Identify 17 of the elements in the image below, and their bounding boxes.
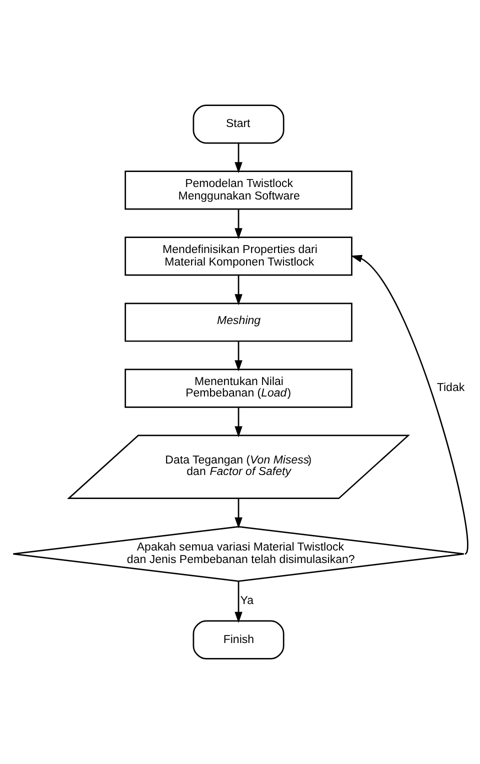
node-box: Menentukan Nilai Pembebanan (Load) — [124, 368, 352, 408]
edge-label: Tidak — [436, 382, 464, 394]
arrow — [350, 254, 468, 554]
node-box: Start — [192, 104, 284, 144]
node-diamond: Apakah semua variasi Material Twistlock dan Jenis Pembebanan telah disimulasikan? — [12, 526, 464, 582]
node-box: Finish — [192, 620, 284, 660]
arrow — [234, 498, 242, 529]
edge-label: Ya — [240, 594, 254, 607]
node-box: Meshing — [124, 302, 352, 342]
node-box: Mendefinisikan Properties dari Material Komponen Twistlock — [124, 236, 352, 276]
arrow — [234, 143, 242, 174]
arrow — [234, 275, 242, 306]
arrow — [234, 407, 242, 438]
arrow — [234, 209, 242, 240]
arrow — [234, 581, 242, 623]
node-box: Pemodelan Twistlock Menggunakan Software — [124, 170, 352, 210]
arrow — [234, 341, 242, 372]
